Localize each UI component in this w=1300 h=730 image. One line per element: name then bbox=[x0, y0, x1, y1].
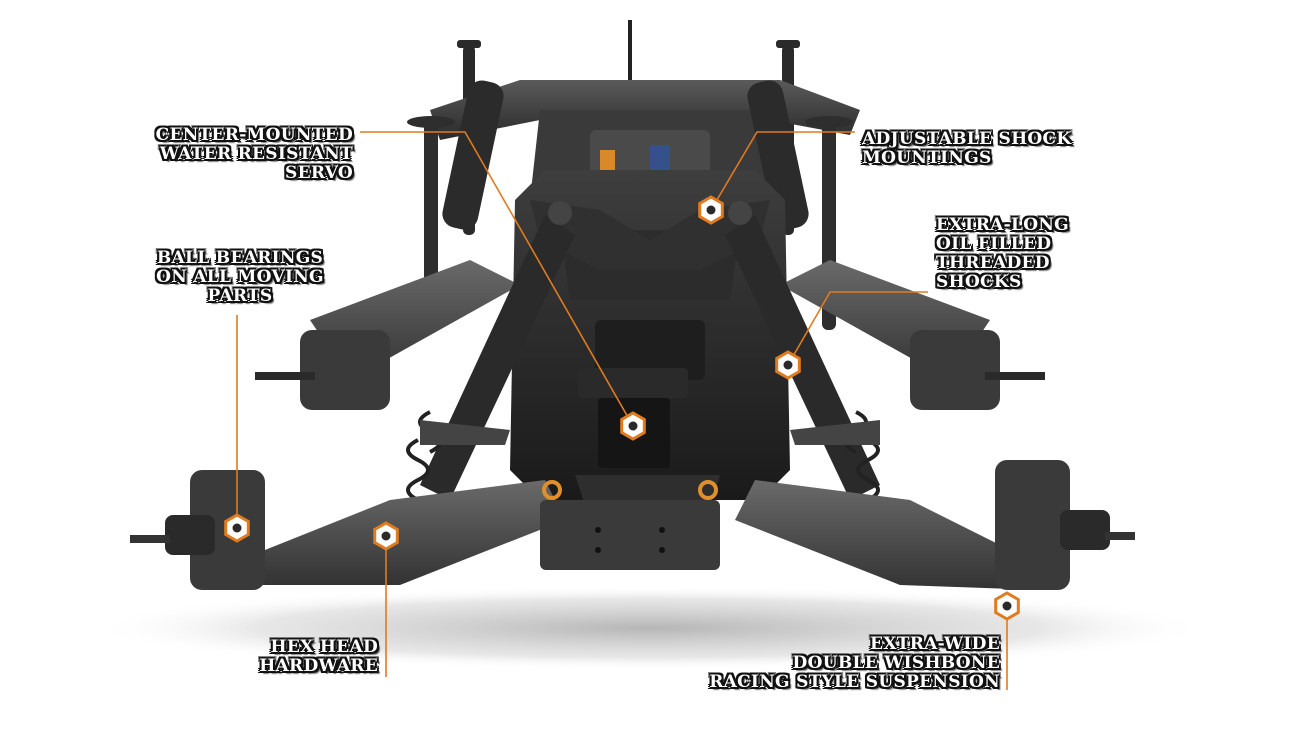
callout-shocks-line-1: EXTRA-LONG bbox=[936, 215, 1069, 235]
callout-bearings-line-1: BALL BEARINGS bbox=[156, 248, 324, 268]
callout-hardware: HEX HEAD HARDWARE bbox=[259, 638, 378, 676]
callout-suspension-line-3: RACING STYLE SUSPENSION bbox=[709, 672, 1000, 692]
callout-bearings-line-2: ON ALL MOVING bbox=[156, 267, 324, 287]
callout-servo-line-1: CENTER-MOUNTED bbox=[155, 125, 353, 145]
callout-bearings: BALL BEARINGS ON ALL MOVING PARTS bbox=[140, 249, 340, 306]
callout-suspension: EXTRA-WIDE DOUBLE WISHBONE RACING STYLE … bbox=[709, 635, 1000, 692]
callout-servo: CENTER-MOUNTED WATER RESISTANT SERVO bbox=[156, 126, 353, 183]
front-hubs bbox=[130, 460, 1135, 590]
callout-shock-mounts-line-1: ADJUSTABLE SHOCK bbox=[862, 129, 1072, 149]
leader-lines bbox=[236, 131, 1008, 690]
rear-arms bbox=[255, 260, 1045, 410]
hex-markers bbox=[224, 195, 1020, 621]
callout-shock-mounts-line-2: MOUNTINGS bbox=[862, 148, 992, 168]
callout-shock-mounts: ADJUSTABLE SHOCK MOUNTINGS bbox=[862, 130, 1071, 168]
callout-shocks-line-3: THREADED bbox=[936, 253, 1050, 273]
callout-suspension-line-1: EXTRA-WIDE bbox=[870, 634, 1000, 654]
leader-line-servo bbox=[360, 131, 634, 427]
callout-hardware-line-2: HARDWARE bbox=[259, 656, 378, 676]
leader-line-shocks bbox=[787, 291, 928, 366]
front-bumper bbox=[540, 475, 720, 570]
callout-shocks-line-2: OIL FILLED bbox=[936, 234, 1052, 254]
callout-hardware-line-1: HEX HEAD bbox=[270, 637, 378, 657]
callout-servo-line-2: WATER RESISTANT bbox=[159, 144, 353, 164]
callout-suspension-line-2: DOUBLE WISHBONE bbox=[792, 653, 1000, 673]
front-arms bbox=[240, 420, 1040, 590]
ground-shadow bbox=[90, 586, 1210, 670]
callout-shocks: EXTRA-LONG OIL FILLED THREADED SHOCKS bbox=[936, 216, 1069, 292]
callout-servo-line-3: SERVO bbox=[285, 163, 353, 183]
callout-shocks-line-4: SHOCKS bbox=[936, 272, 1022, 292]
leader-line-shock-mounts bbox=[710, 131, 855, 211]
rear-shocks bbox=[442, 80, 809, 230]
callout-bearings-line-3: PARTS bbox=[207, 286, 273, 306]
